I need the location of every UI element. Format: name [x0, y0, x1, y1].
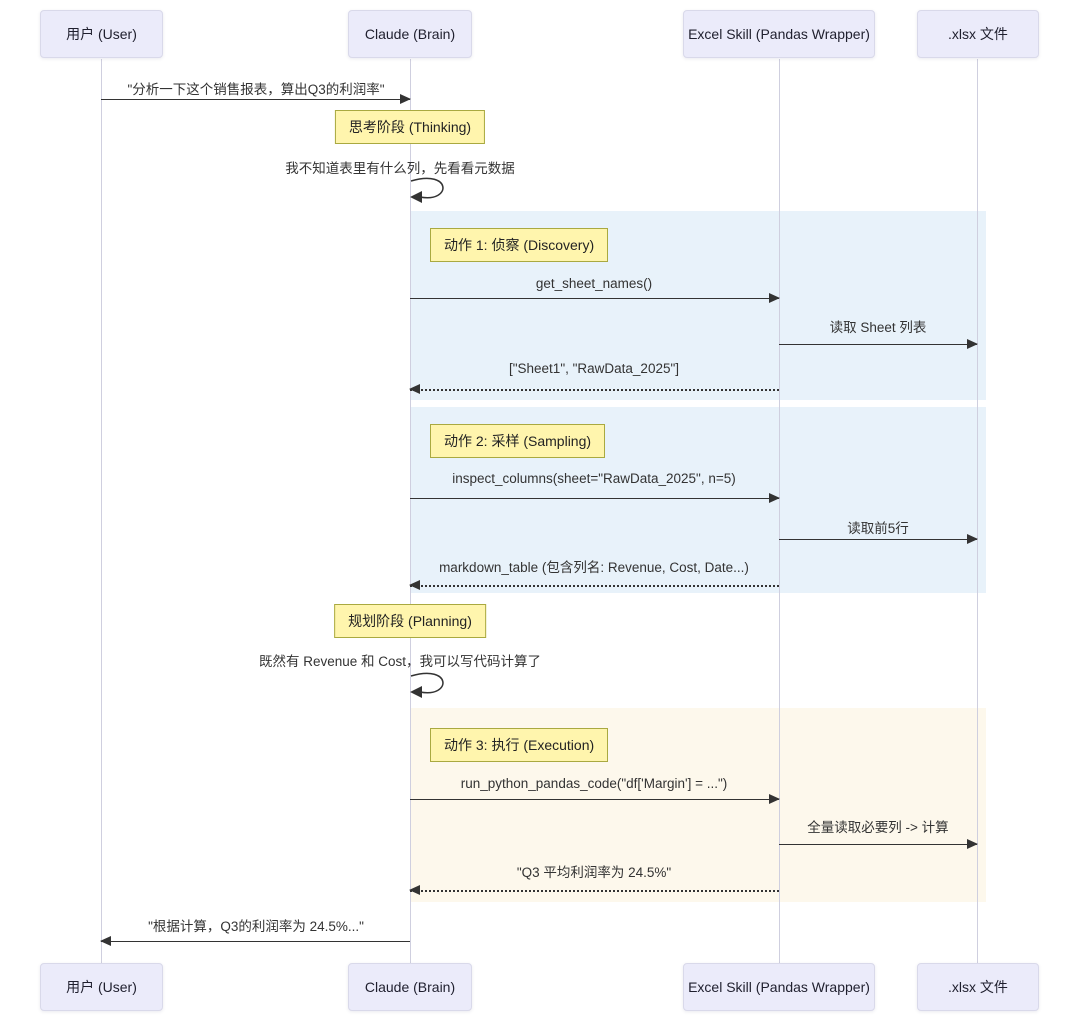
message-read-sheet-list: 读取 Sheet 列表 — [829, 320, 927, 335]
actor-xlsx-bottom: .xlsx 文件 — [917, 963, 1039, 1011]
arrow-excel-to-xlsx-3 — [779, 839, 978, 849]
arrow-excel-to-claude-return-2 — [409, 580, 779, 590]
message-full-read-compute: 全量读取必要列 -> 计算 — [807, 820, 949, 835]
self-loop-icon — [410, 672, 444, 698]
message-self-plan: 既然有 Revenue 和 Cost，我可以写代码计算了 — [258, 654, 542, 669]
message-run-pandas-code: run_python_pandas_code("df['Margin'] = .… — [460, 776, 728, 791]
arrowhead-right-icon — [967, 534, 978, 544]
lifeline-xlsx — [977, 59, 978, 964]
arrow-claude-to-user — [100, 936, 410, 946]
message-read-first-rows: 读取前5行 — [847, 521, 909, 536]
lifeline-claude — [410, 59, 411, 964]
arrowhead-left-icon — [409, 384, 420, 394]
lifeline-excel — [779, 59, 780, 964]
message-final-answer: "根据计算，Q3的利润率为 24.5%..." — [148, 919, 364, 934]
note-thinking-phase: 思考阶段 (Thinking) — [334, 110, 486, 144]
actor-excel-top: Excel Skill (Pandas Wrapper) — [683, 10, 875, 58]
arrowhead-left-icon — [100, 936, 111, 946]
arrowhead-right-icon — [769, 794, 780, 804]
message-user-request: "分析一下这个销售报表，算出Q3的利润率" — [127, 82, 385, 97]
message-sheet-names-return: ["Sheet1", "RawData_2025"] — [508, 361, 680, 376]
actor-user-bottom: 用户 (User) — [40, 963, 163, 1011]
arrowhead-left-icon — [409, 580, 420, 590]
arrow-excel-to-xlsx-2 — [779, 534, 978, 544]
message-self-metadata: 我不知道表里有什么列，先看看元数据 — [285, 161, 515, 176]
arrow-excel-to-claude-return-1 — [409, 384, 779, 394]
actor-xlsx-top: .xlsx 文件 — [917, 10, 1039, 58]
message-q3-margin-return: "Q3 平均利润率为 24.5%" — [516, 865, 672, 880]
arrowhead-right-icon — [769, 493, 780, 503]
message-markdown-table-return: markdown_table (包含列名: Revenue, Cost, Dat… — [439, 560, 749, 575]
arrow-excel-to-claude-return-3 — [409, 885, 779, 895]
arrowhead-left-icon — [409, 885, 420, 895]
arrow-excel-to-xlsx-1 — [779, 339, 978, 349]
message-inspect-columns: inspect_columns(sheet="RawData_2025", n=… — [452, 471, 736, 486]
actor-user-label: 用户 (User) — [66, 26, 137, 42]
note-action1-discovery: 动作 1: 侦察 (Discovery) — [430, 228, 609, 262]
actor-excel-bottom: Excel Skill (Pandas Wrapper) — [683, 963, 875, 1011]
actor-xlsx-label: .xlsx 文件 — [948, 979, 1008, 995]
note-action2-sampling: 动作 2: 采样 (Sampling) — [430, 424, 606, 458]
lifeline-user — [101, 59, 102, 964]
actor-user-label: 用户 (User) — [66, 979, 137, 995]
note-action3-execution: 动作 3: 执行 (Execution) — [430, 728, 609, 762]
actor-claude-top: Claude (Brain) — [348, 10, 472, 58]
message-get-sheet-names: get_sheet_names() — [535, 276, 653, 291]
arrowhead-right-icon — [769, 293, 780, 303]
arrow-claude-to-excel-2 — [410, 493, 780, 503]
self-loop-icon — [410, 177, 444, 203]
arrowhead-right-icon — [967, 339, 978, 349]
arrow-claude-to-excel-3 — [410, 794, 780, 804]
actor-excel-label: Excel Skill (Pandas Wrapper) — [688, 26, 870, 42]
actor-claude-label: Claude (Brain) — [364, 26, 456, 42]
note-planning-phase: 规划阶段 (Planning) — [334, 604, 486, 638]
actor-excel-label: Excel Skill (Pandas Wrapper) — [688, 979, 870, 995]
arrow-claude-to-excel-1 — [410, 293, 780, 303]
actor-xlsx-label: .xlsx 文件 — [948, 26, 1008, 42]
arrowhead-right-icon — [400, 94, 411, 104]
arrow-user-to-claude — [101, 94, 411, 104]
actor-user-top: 用户 (User) — [40, 10, 163, 58]
actor-claude-bottom: Claude (Brain) — [348, 963, 472, 1011]
actor-claude-label: Claude (Brain) — [364, 979, 456, 995]
arrowhead-right-icon — [967, 839, 978, 849]
